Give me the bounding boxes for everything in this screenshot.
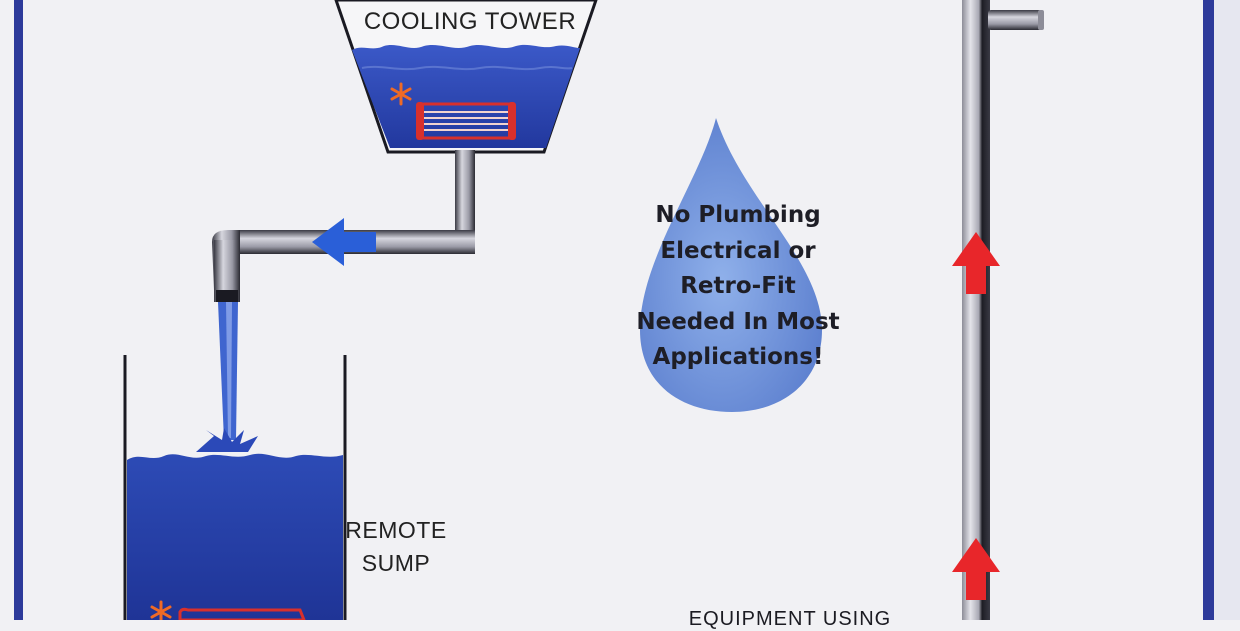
cooling-tower-label: COOLING TOWER — [363, 8, 577, 35]
device-tower — [416, 102, 516, 140]
callout-line: Electrical or — [660, 237, 816, 264]
main-pipe — [962, 0, 1044, 620]
remote-sump-label-line: REMOTE — [345, 517, 447, 543]
drop-callout: No Plumbing Electrical or Retro-Fit Need… — [598, 198, 878, 376]
remote-sump — [123, 355, 347, 620]
cooling-tower-water — [352, 44, 580, 148]
left-border — [14, 0, 23, 620]
right-margin-tint — [1214, 0, 1240, 620]
remote-sump-label: REMOTE SUMP — [336, 514, 456, 580]
cooling-tower — [334, 0, 598, 154]
callout-line: No Plumbing — [655, 202, 821, 228]
flow-arrow-up-icon — [952, 538, 1000, 600]
water-drop — [640, 118, 822, 412]
device-sump — [178, 607, 306, 620]
remote-sump-label-line: SUMP — [361, 550, 431, 576]
flow-arrow-up-icon — [952, 232, 1000, 294]
asterisk-icon — [150, 600, 172, 620]
callout-line: Applications! — [652, 344, 824, 370]
water-stream — [196, 302, 258, 452]
flow-arrow-left-icon — [312, 218, 376, 266]
callout-line: Retro-Fit — [680, 273, 796, 299]
asterisk-icon — [390, 82, 412, 106]
callout-line: Needed In Most — [636, 308, 840, 335]
right-border — [1203, 0, 1214, 620]
